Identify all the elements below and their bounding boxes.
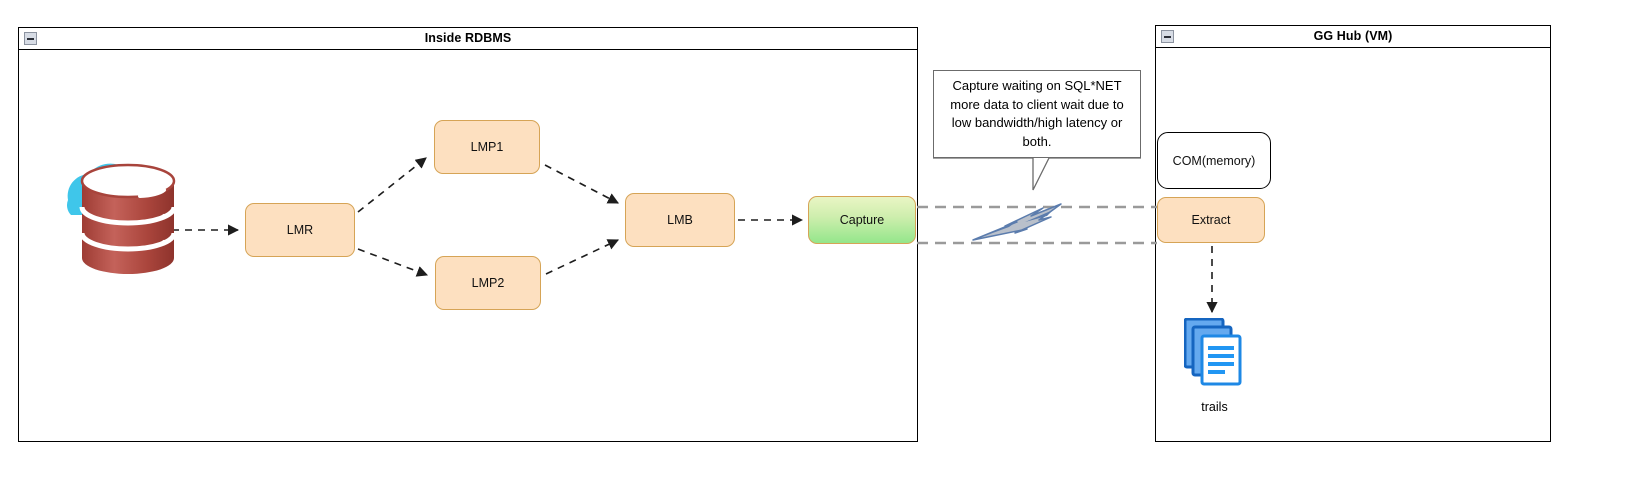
node-label-lmr: LMR [286,223,314,237]
node-label-capture: Capture [839,213,885,227]
callout-capture-wait: Capture waiting on SQL*NET more data to … [933,70,1141,158]
node-lmp1[interactable]: LMP1 [434,120,540,174]
trail-files-icon[interactable] [1183,317,1246,388]
node-label-extract: Extract [1191,213,1231,227]
node-com-memory[interactable]: COM(memory) [1157,132,1271,189]
node-lmb[interactable]: LMB [625,193,735,247]
container-title-gg-hub: GG Hub (VM) [1313,29,1393,44]
container-header-inside-rdbms: Inside RDBMS [19,28,917,50]
database-cylinder-icon [79,163,177,274]
node-label-lmp2: LMP2 [471,276,505,290]
node-capture[interactable]: Capture [808,196,916,244]
callout-line-2: more data to client wait due to [950,96,1124,112]
node-label-lmp1: LMP1 [470,140,504,154]
collapse-minus-icon[interactable] [1161,30,1174,43]
node-lmr[interactable]: LMR [245,203,355,257]
callout-text: Capture waiting on SQL*NET more data to … [942,77,1131,151]
callout-line-4: both. [1022,133,1052,149]
callout-line-1: Capture waiting on SQL*NET [952,78,1122,93]
node-extract[interactable]: Extract [1157,197,1265,243]
container-title-inside-rdbms: Inside RDBMS [424,31,512,46]
node-label-com-memory: COM(memory) [1172,153,1256,168]
trails-label: trails [1201,400,1228,414]
callout-tail [933,157,1141,191]
node-lmp2[interactable]: LMP2 [435,256,541,310]
callout-line-3: low bandwidth/high latency or [951,115,1123,130]
collapse-minus-icon[interactable] [24,32,37,45]
cloud-database-group [38,145,178,275]
network-lightning-icon [965,200,1075,246]
container-header-gg-hub: GG Hub (VM) [1156,26,1550,48]
node-label-lmb: LMB [667,213,693,227]
